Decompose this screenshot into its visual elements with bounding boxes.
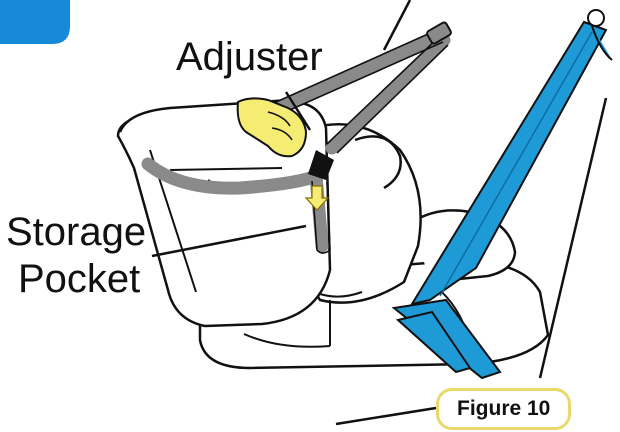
storage-pocket-label-line2: Pocket: [18, 257, 140, 301]
corner-tab: [0, 0, 70, 44]
adjuster-leader-line: [284, 91, 312, 131]
belt-leader-line: [538, 97, 608, 379]
storage-pocket-leader-line: [151, 224, 307, 258]
strap-buckle: [426, 21, 452, 45]
top-leader-line: [382, 0, 412, 51]
vehicle-seat-belt: [391, 20, 613, 380]
down-arrow-icon: [304, 185, 330, 211]
bottom-leader-line: [335, 406, 437, 426]
harness-clip: [308, 150, 334, 180]
hand-icon: [236, 97, 308, 158]
belt-anchor: [587, 9, 605, 27]
adjuster-label: Adjuster: [176, 35, 323, 79]
storage-pocket-label-line1: Storage: [6, 210, 146, 254]
figure-caption: Figure 10: [436, 388, 572, 430]
